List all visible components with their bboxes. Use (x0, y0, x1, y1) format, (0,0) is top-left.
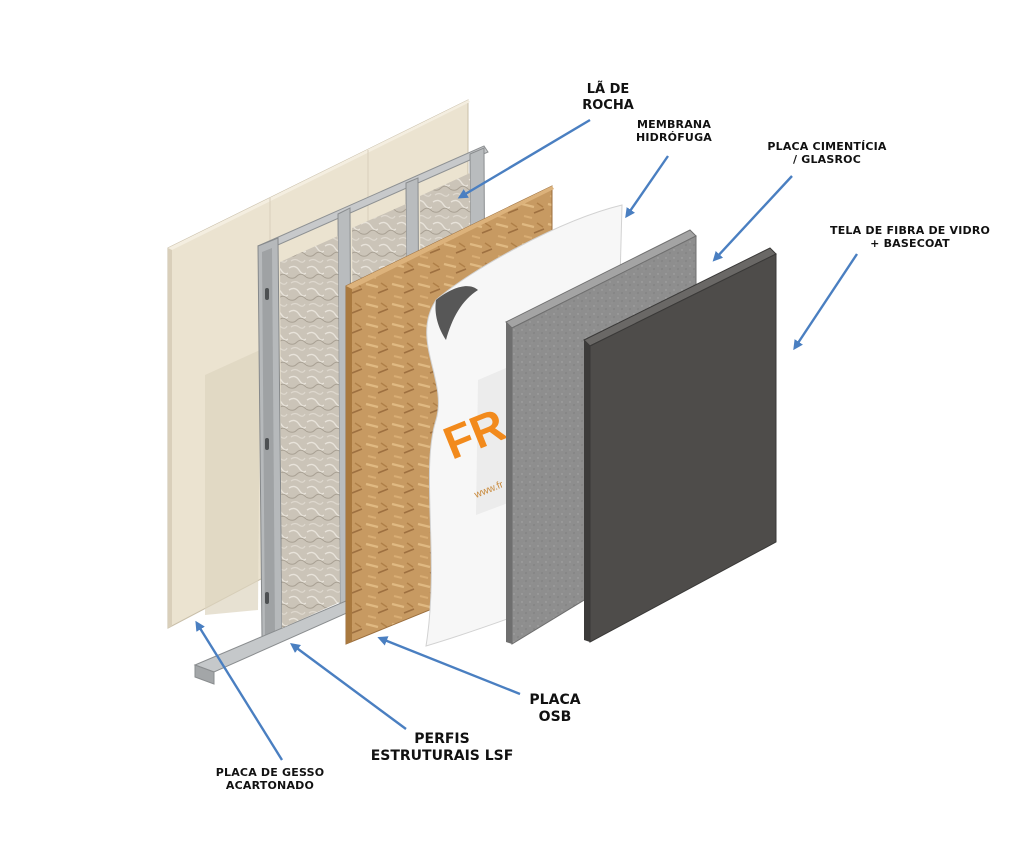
arrow-placa-cimenticia (712, 175, 793, 262)
label-placa-cimenticia-line2: / GLASROC (792, 153, 861, 167)
label-placa-gesso-line1: PLACA DE GESSO (215, 766, 325, 779)
label-perfis: PERFIS ESTRUTURAIS LSF (362, 731, 522, 765)
label-placa-osb-line1: PLACA (529, 692, 581, 708)
arrow-perfis (289, 643, 407, 730)
arrow-tela-fibra (793, 253, 859, 351)
label-tela-fibra-line2: + BASECOAT (870, 237, 950, 251)
label-perfis-line2: ESTRUTURAIS LSF (370, 747, 514, 764)
label-placa-cimenticia: PLACA CIMENTÍCIA / GLASROC (752, 140, 902, 166)
arrow-placa-osb (377, 636, 521, 696)
label-la-de-rocha-line2: ROCHA (582, 97, 634, 113)
basecoat-board (583, 247, 777, 643)
label-membrana-line1: MEMBRANA (636, 118, 712, 131)
label-placa-gesso-line2: ACARTONADO (225, 779, 315, 793)
label-perfis-line1: PERFIS (414, 731, 470, 747)
label-tela-fibra: TELA DE FIBRA DE VIDRO + BASECOAT (830, 224, 990, 250)
label-la-de-rocha: LÃ DE ROCHA (563, 82, 653, 113)
annotation-arrows (195, 118, 859, 761)
label-placa-cimenticia-line1: PLACA CIMENTÍCIA (767, 140, 887, 153)
label-placa-gesso: PLACA DE GESSO ACARTONADO (200, 766, 340, 792)
label-membrana-line2: HIDRÓFUGA (635, 131, 713, 145)
label-placa-osb-line2: OSB (538, 708, 572, 725)
label-membrana: MEMBRANA HIDRÓFUGA (614, 118, 734, 144)
arrow-membrana (625, 155, 669, 219)
arrow-la-de-rocha (457, 118, 591, 199)
label-la-de-rocha-line1: LÃ DE (586, 82, 630, 97)
label-tela-fibra-line1: TELA DE FIBRA DE VIDRO (830, 224, 991, 237)
label-placa-osb: PLACA OSB (510, 692, 600, 726)
arrow-placa-gesso (195, 620, 284, 761)
